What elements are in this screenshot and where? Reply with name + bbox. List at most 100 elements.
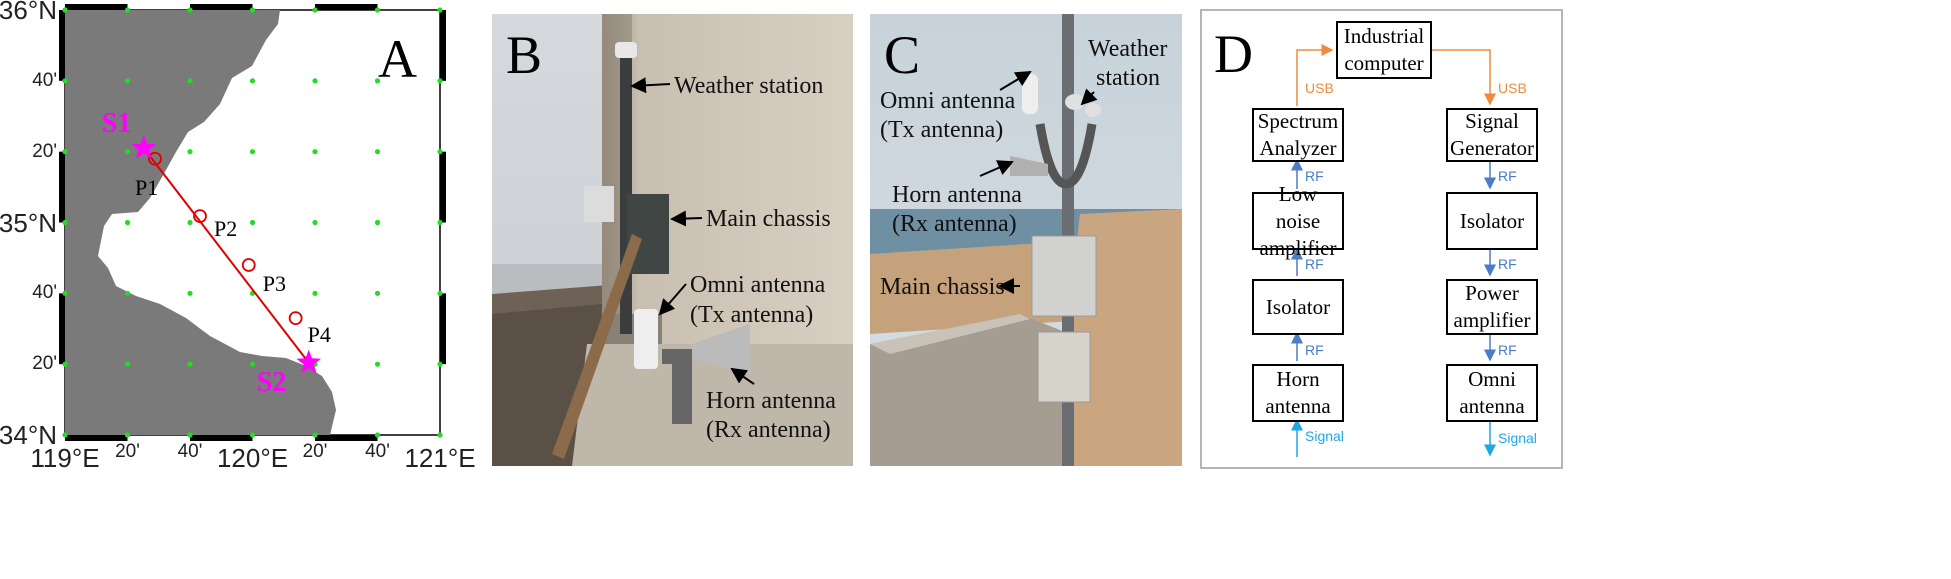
frame-bar-left xyxy=(59,10,65,81)
rf-right-label-1: RF xyxy=(1498,168,1517,184)
rf-right-label-3: RF xyxy=(1498,342,1517,358)
site-s1-star xyxy=(131,135,157,159)
frame-bar-top xyxy=(315,4,378,10)
point-p1-label: P1 xyxy=(135,174,159,200)
signal-right-label: Signal xyxy=(1498,430,1537,446)
grid-dot xyxy=(124,219,131,226)
grid-dot xyxy=(62,290,68,296)
frame-bar-right xyxy=(440,10,446,81)
y-tick-label: 40' xyxy=(32,282,57,304)
grid-dot xyxy=(187,149,193,155)
label-weather-station: Weather station xyxy=(674,73,824,99)
x-tick-label: 40' xyxy=(365,441,390,462)
rf-left-label-3: RF xyxy=(1305,342,1324,358)
label-main-chassis: Main chassis xyxy=(880,274,1005,300)
grid-dot xyxy=(187,78,193,84)
frame-bar-left xyxy=(59,293,65,365)
label-tx-antenna: (Tx antenna) xyxy=(880,117,1004,143)
frame-bar-left xyxy=(59,151,65,223)
photo-b-illustration xyxy=(492,14,853,466)
frame-bar-top xyxy=(65,4,128,10)
grid-dot xyxy=(249,7,256,13)
usb-left-label: USB xyxy=(1305,80,1334,96)
point-p4-label: P4 xyxy=(307,322,331,348)
grid-dot xyxy=(249,219,256,226)
panel-d-diagram: D Industrial computer Spectrum Analyzer … xyxy=(1200,9,1563,469)
label-rx-antenna: (Rx antenna) xyxy=(706,417,831,443)
grid-dot xyxy=(62,432,68,438)
label-tx-antenna: (Tx antenna) xyxy=(690,302,814,328)
grid-dot xyxy=(187,7,193,13)
site-s1-label: S1 xyxy=(101,108,132,140)
grid-dot xyxy=(437,7,443,13)
panel-b-letter: B xyxy=(506,25,543,85)
panel-a-letter: A xyxy=(378,29,417,89)
x-tick-label: 20' xyxy=(115,441,140,462)
y-tick-label: 35°N xyxy=(0,207,57,238)
point-p3-marker xyxy=(241,258,256,272)
grid-dot xyxy=(437,432,443,438)
y-tick-label: 36°N xyxy=(0,0,57,25)
grid-dot xyxy=(312,7,318,13)
grid-dot xyxy=(124,290,131,296)
frame-bar-right xyxy=(440,293,446,365)
point-p1-marker xyxy=(148,151,162,166)
rf-left-label-2: RF xyxy=(1305,256,1324,272)
grid-dot xyxy=(374,290,381,296)
y-tick-label: 34°N xyxy=(0,420,57,450)
panel-c-photo: C Weather station Omni antenna (Tx anten… xyxy=(870,14,1182,466)
y-tick-label: 20' xyxy=(32,140,57,162)
frame-bar-bottom xyxy=(65,435,128,441)
site-s2-label: S2 xyxy=(256,366,287,398)
label-horn-antenna: Horn antenna xyxy=(706,388,836,414)
frame-bar-top xyxy=(190,4,253,10)
grid-dot xyxy=(124,78,131,84)
industrial-computer-block: Industrial computer xyxy=(1336,21,1432,79)
label-station: station xyxy=(1096,65,1160,91)
panel-b-photo: B Weather station Main chassis Omni ante… xyxy=(492,14,853,466)
frame-bar-right xyxy=(440,151,446,223)
grid-dot xyxy=(62,149,68,155)
spectrum-analyzer-block: Spectrum Analyzer xyxy=(1252,108,1344,162)
grid-dot xyxy=(374,7,381,13)
label-main-chassis: Main chassis xyxy=(706,206,831,232)
grid-dot xyxy=(62,7,68,13)
grid-dot xyxy=(187,361,193,367)
grid-dot xyxy=(437,290,443,296)
grid-dot xyxy=(249,432,256,438)
grid-dot xyxy=(437,149,443,155)
grid-dot xyxy=(187,432,193,438)
site-s2-star xyxy=(296,349,322,374)
rf-right-label-2: RF xyxy=(1498,256,1517,272)
grid-dot xyxy=(312,149,318,155)
frame-bar-bottom xyxy=(315,435,378,441)
panel-b-arrows xyxy=(630,77,755,385)
link-line xyxy=(142,147,310,364)
grid-dot xyxy=(312,290,318,296)
power-amplifier-block: Power amplifier xyxy=(1446,279,1538,335)
grid-dot xyxy=(312,78,318,84)
omni-antenna-block: Omni antenna xyxy=(1446,364,1538,422)
photo-c-illustration xyxy=(870,14,1182,466)
label-weather: Weather xyxy=(1088,36,1168,62)
panel-c-arrows xyxy=(979,70,1098,294)
usb-right-label: USB xyxy=(1498,80,1527,96)
horn-antenna-block: Horn antenna xyxy=(1252,364,1344,422)
grid-dot xyxy=(249,149,256,155)
isolator-left-block: Isolator xyxy=(1252,279,1344,335)
rf-left-label-1: RF xyxy=(1305,168,1324,184)
grid-dot xyxy=(312,219,318,226)
x-tick-label: 20' xyxy=(302,441,328,462)
panel-c-letter: C xyxy=(884,25,921,85)
grid-dot xyxy=(374,149,381,155)
signal-generator-block: Signal Generator xyxy=(1446,108,1538,162)
grid-dot xyxy=(124,432,131,438)
frame-bar-bottom xyxy=(190,435,253,441)
grid-dot xyxy=(62,78,68,84)
y-tick-label: 20' xyxy=(32,353,57,375)
grid-dot xyxy=(62,219,68,226)
grid-dot xyxy=(374,219,381,226)
grid-dot xyxy=(62,361,68,367)
grid-dot xyxy=(374,432,381,438)
